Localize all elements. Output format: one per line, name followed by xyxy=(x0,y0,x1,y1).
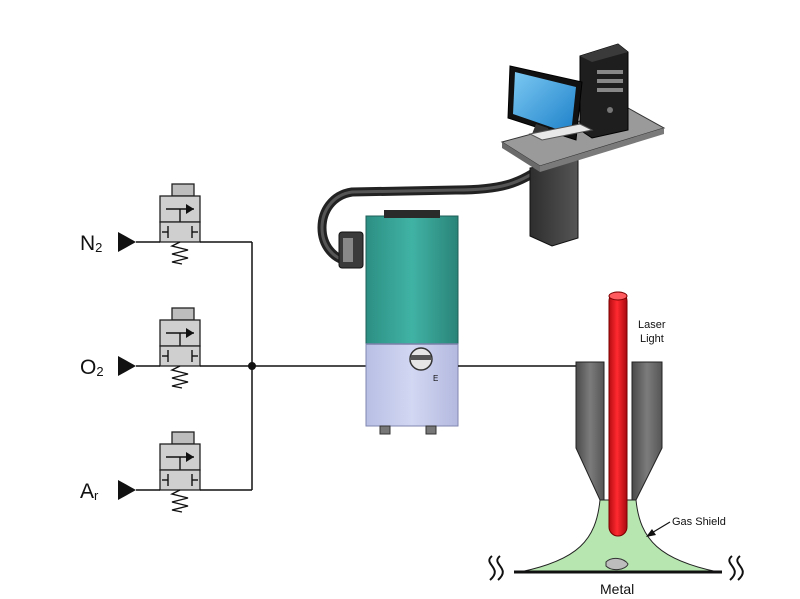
valve-n2 xyxy=(159,183,201,265)
gas-label-o2: O2 xyxy=(80,356,104,379)
gas-label-ar: Ar xyxy=(80,480,99,503)
gas-inlet-arrow-icon xyxy=(118,480,160,500)
solenoid-valve-icon xyxy=(159,183,201,265)
gas-inlet-arrow-icon xyxy=(118,232,160,252)
metal-label: Metal xyxy=(600,581,634,597)
solenoid-valve-icon xyxy=(159,431,201,513)
valve-ar xyxy=(159,431,201,513)
gas-shield-label: Gas Shield xyxy=(672,516,726,528)
gas-label-n2: N2 xyxy=(80,232,102,255)
laser-label-line1: Laser xyxy=(638,319,666,331)
solenoid-valve-icon xyxy=(159,307,201,389)
computer-icon xyxy=(500,43,666,247)
break-mark-icon xyxy=(488,555,744,581)
manifold-lines xyxy=(200,241,368,491)
valve-o2 xyxy=(159,307,201,389)
port-label: E xyxy=(433,374,438,383)
laser-nozzle-icon xyxy=(519,291,719,573)
gas-shield-pointer xyxy=(646,521,671,537)
flow-controller: E xyxy=(317,160,550,435)
manifold-junction xyxy=(248,362,256,370)
gas-inlet-arrow-icon xyxy=(118,356,160,376)
laser-label-line2: Light xyxy=(640,333,664,345)
laser-beam xyxy=(608,291,628,537)
